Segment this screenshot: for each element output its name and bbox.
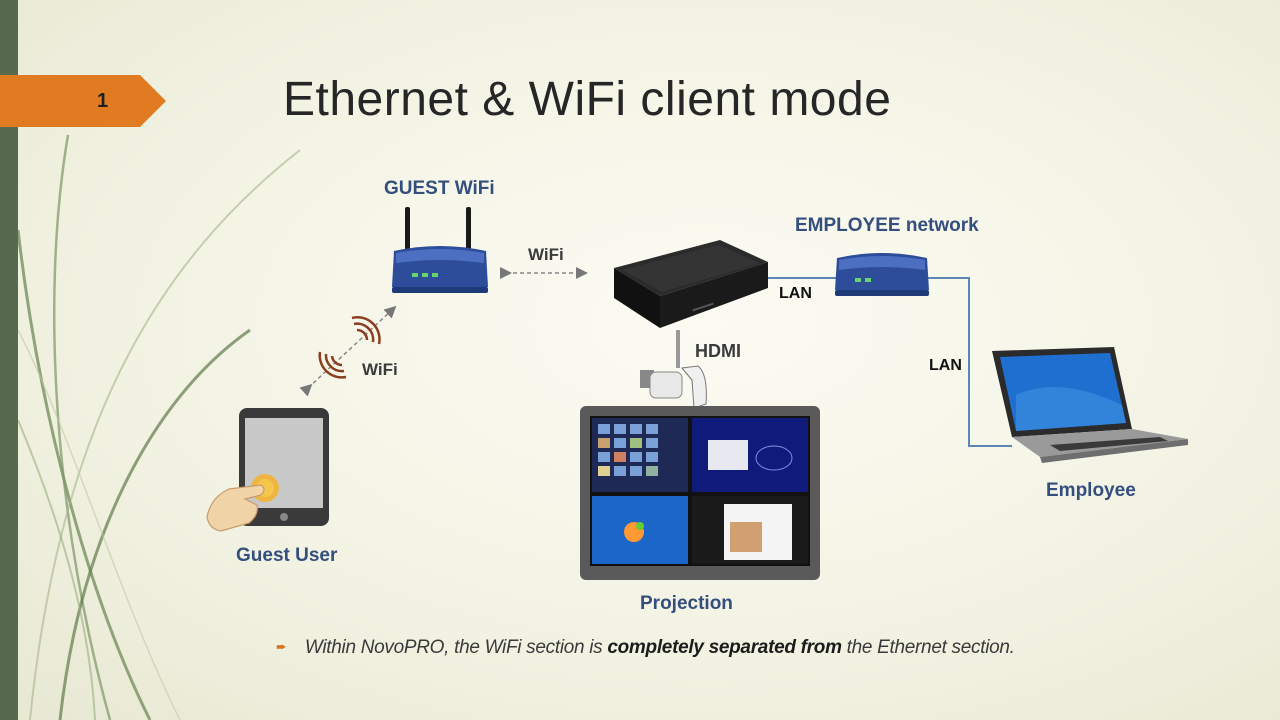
employee-laptop	[990, 345, 1190, 470]
media-box-icon	[614, 240, 768, 328]
router-icon	[392, 207, 488, 293]
slide-number-tab: 1	[0, 75, 166, 127]
laptop-icon	[992, 347, 1188, 463]
guest-user-label: Guest User	[236, 545, 338, 566]
wifi-signal	[312, 310, 392, 395]
projector	[640, 364, 712, 417]
slide-number: 1	[96, 90, 109, 112]
bullet-arrow-icon: ➨	[276, 639, 287, 654]
employee-router	[833, 248, 931, 305]
left-accent-bar	[0, 0, 18, 720]
employee-label: Employee	[1046, 480, 1136, 501]
footnote-part1: Within NovoPRO, the WiFi section is	[304, 637, 608, 658]
employee-router-label: EMPLOYEE network	[795, 215, 979, 236]
slide-title: Ethernet & WiFi client mode	[283, 73, 892, 126]
display-screen-icon	[580, 406, 820, 580]
projector-icon	[640, 365, 707, 409]
footnote: ➨ Within NovoPRO, the WiFi section is com…	[276, 637, 1015, 659]
wifi-waves-icon	[318, 316, 381, 379]
lan-label-box-router: LAN	[779, 285, 812, 302]
hdmi-label: HDMI	[695, 341, 741, 361]
router-icon	[835, 253, 929, 296]
lan-label-router-laptop: LAN	[929, 357, 962, 374]
guest-router-label: GUEST WiFi	[384, 178, 495, 199]
projection-label: Projection	[640, 593, 733, 614]
footnote-bold: completely separated from	[607, 637, 842, 658]
wifi-label-router-box: WiFi	[528, 245, 564, 264]
projection-screen	[578, 404, 822, 589]
footnote-part2: the Ethernet section.	[841, 637, 1015, 658]
wifi-label-tablet-router: WiFi	[362, 360, 398, 379]
guest-router	[388, 207, 492, 302]
guest-tablet	[205, 405, 335, 540]
tablet-icon	[206, 408, 329, 532]
novopro-box	[608, 236, 772, 337]
